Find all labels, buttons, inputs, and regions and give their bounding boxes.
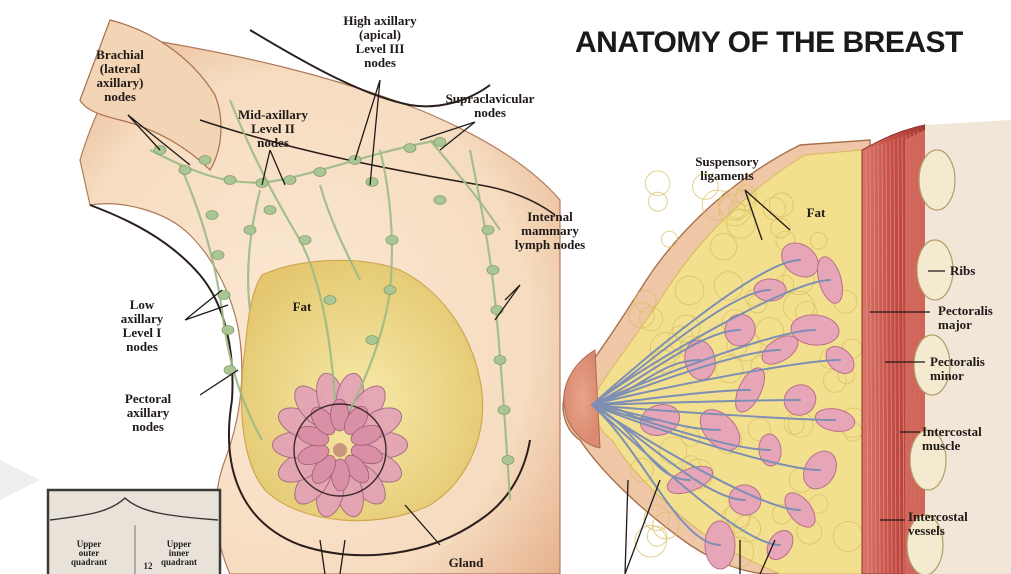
label-fat-right: Fat xyxy=(796,206,836,220)
lymph-node xyxy=(502,456,514,465)
lymph-node xyxy=(199,156,211,165)
lymph-node xyxy=(366,336,378,345)
lymph-node xyxy=(324,296,336,305)
lymph-node xyxy=(487,266,499,275)
right-cross-section xyxy=(563,120,1011,574)
lymph-node xyxy=(224,176,236,185)
lymph-node xyxy=(284,176,296,185)
lymph-node xyxy=(491,306,503,315)
lymph-node xyxy=(212,251,224,260)
lymph-node xyxy=(386,236,398,245)
lymph-node xyxy=(498,406,510,415)
fat-globule xyxy=(661,231,677,247)
label-intercostal-muscle: Intercostal muscle xyxy=(922,425,1008,453)
label-intercostal-vessels: Intercostal vessels xyxy=(908,510,1008,538)
lymph-node xyxy=(314,168,326,177)
lymph-node xyxy=(299,236,311,245)
label-high-axillary: High axillary (apical) Level III nodes xyxy=(320,14,440,70)
fat-globule xyxy=(647,526,667,546)
rib xyxy=(917,240,953,300)
page-title: ANATOMY OF THE BREAST xyxy=(575,26,963,60)
label-pectoralis-minor: Pectoralis minor xyxy=(930,355,1008,383)
lymph-node xyxy=(434,196,446,205)
rib xyxy=(919,150,955,210)
label-low-axillary: Low axillary Level I nodes xyxy=(102,298,182,354)
lymph-node xyxy=(434,138,446,147)
label-pectoral: Pectoral axillary nodes xyxy=(98,392,198,434)
label-internal-mammary: Internal mammary lymph nodes xyxy=(490,210,610,252)
inset-upper-outer: Upper outer quadrant xyxy=(62,540,116,567)
label-supraclavicular: Supraclavicular nodes xyxy=(420,92,560,120)
inset-clock-12: 12 xyxy=(138,562,158,571)
lymph-node xyxy=(244,226,256,235)
label-gland: Gland xyxy=(436,556,496,570)
label-fat-left: Fat xyxy=(282,300,322,314)
lymph-node xyxy=(206,211,218,220)
lymph-node xyxy=(494,356,506,365)
lymph-node xyxy=(366,178,378,187)
label-suspensory: Suspensory ligaments xyxy=(672,155,782,183)
label-ribs: Ribs xyxy=(950,264,1010,278)
fat-globule xyxy=(635,525,667,557)
fat-globule xyxy=(648,192,667,211)
lymph-node xyxy=(222,326,234,335)
lymph-node xyxy=(179,166,191,175)
lymph-node xyxy=(264,206,276,215)
lymph-node xyxy=(404,144,416,153)
lymph-node xyxy=(384,286,396,295)
label-pectoralis-major: Pectoralis major xyxy=(938,304,1010,332)
label-brachial: Brachial (lateral axillary) nodes xyxy=(68,48,172,104)
inset-upper-inner: Upper inner quadrant xyxy=(152,540,206,567)
label-mid-axillary: Mid-axillary Level II nodes xyxy=(218,108,328,150)
